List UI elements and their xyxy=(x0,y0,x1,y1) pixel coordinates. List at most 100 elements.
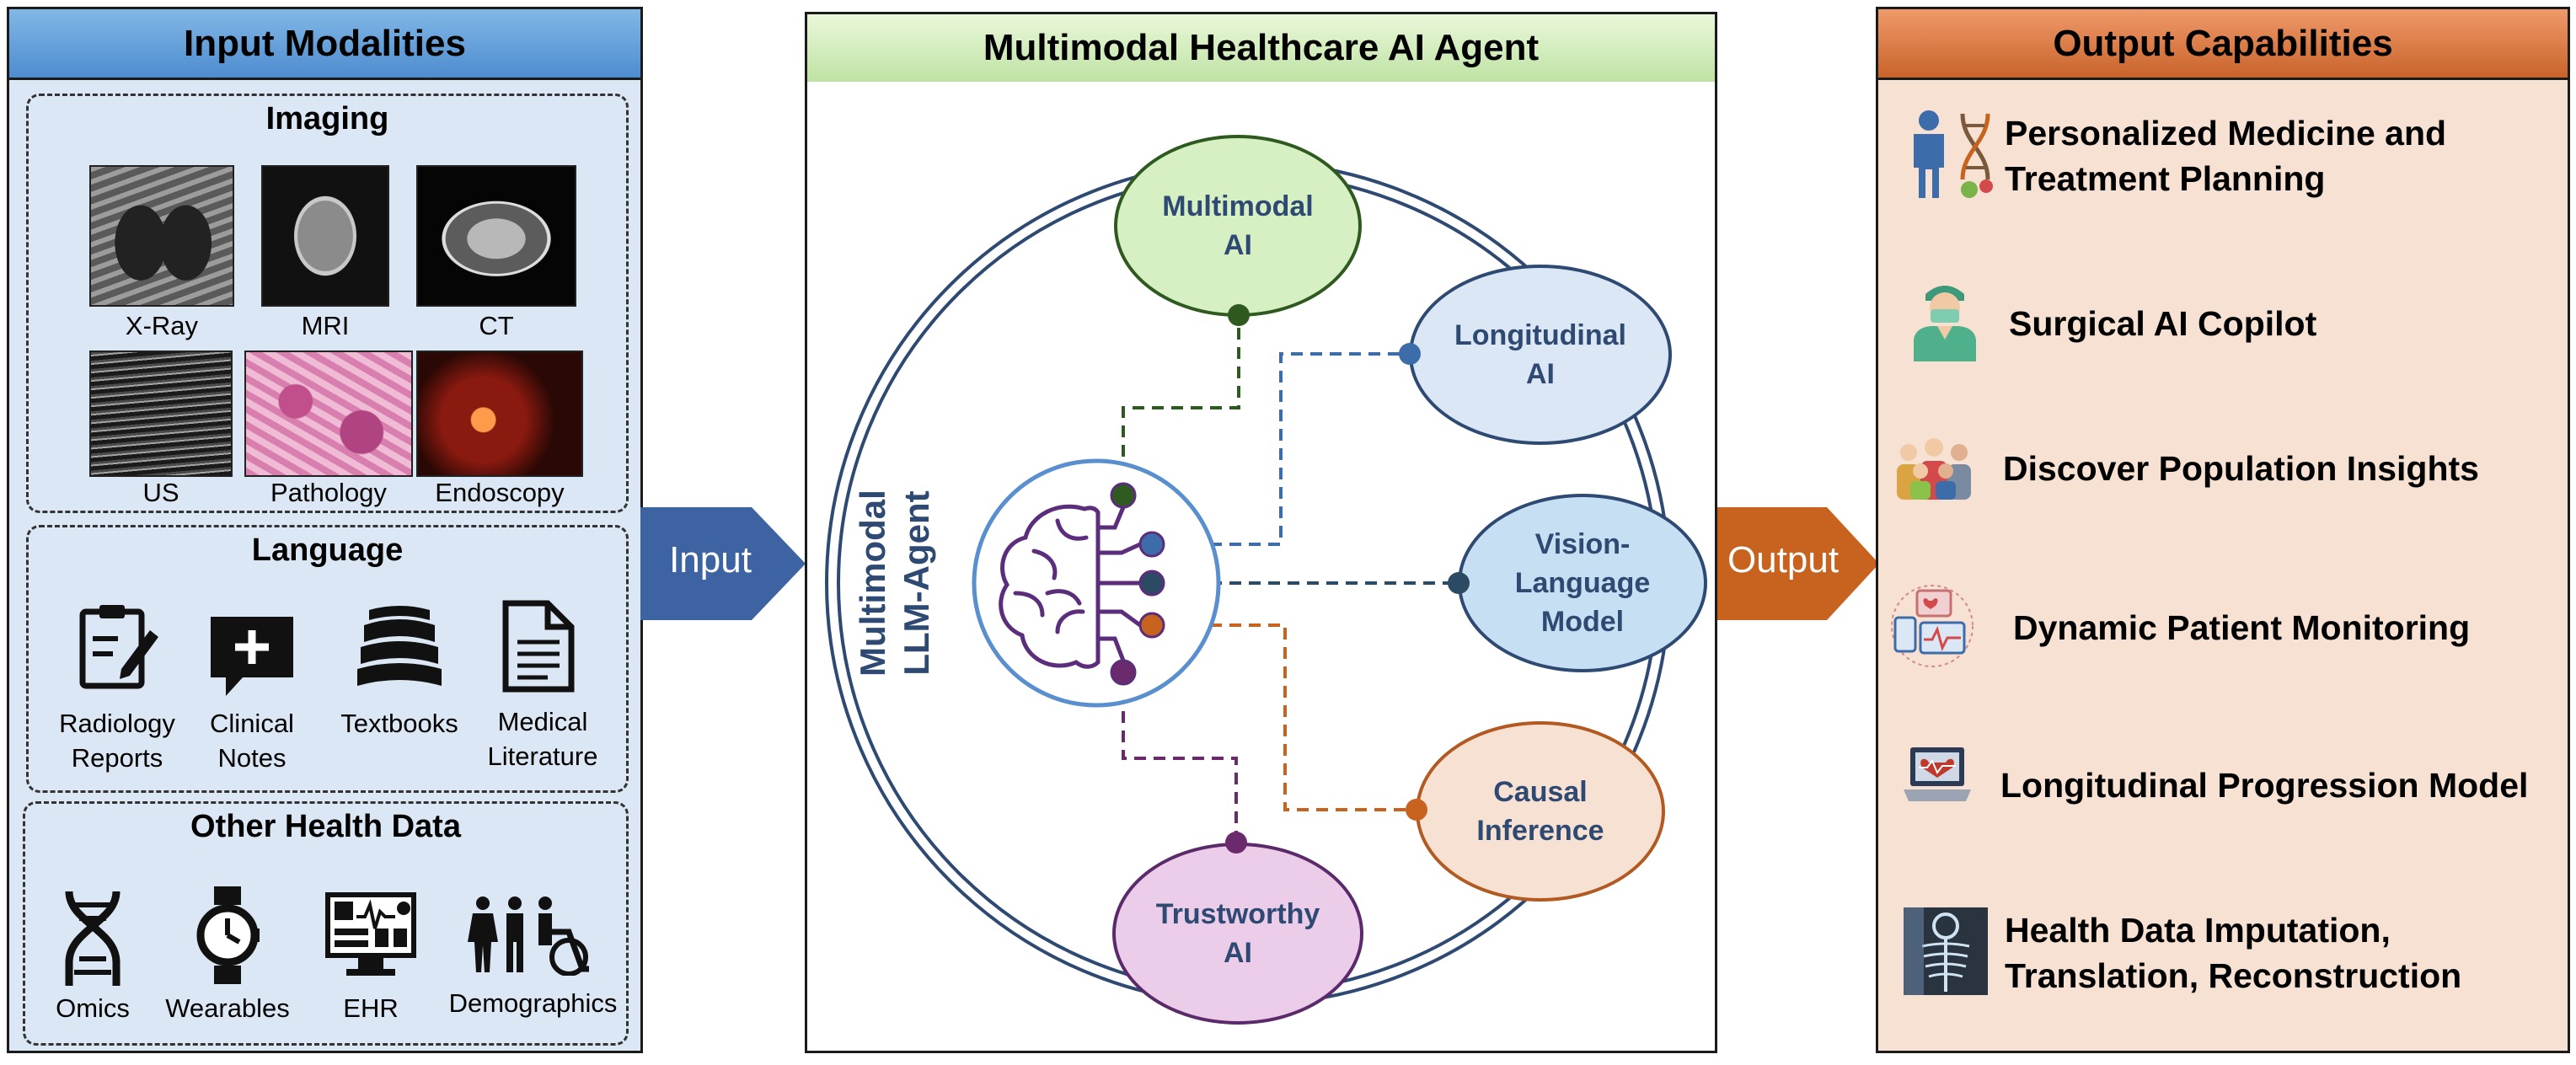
agent-label: Multimodal LLM-Agent xyxy=(853,490,936,677)
dot-trustworthy-source xyxy=(1110,659,1137,686)
input-modalities-panel: Input Modalities Imaging X-Ray MRI CT US… xyxy=(7,7,643,1053)
radiology-line1: Radiology xyxy=(59,709,175,738)
mri-image xyxy=(261,165,389,307)
wearables-label: Wearables xyxy=(165,993,290,1023)
output-capabilities-title: Output Capabilities xyxy=(1878,9,2568,80)
medical-line2: Literature xyxy=(487,741,598,771)
document-icon xyxy=(502,600,575,693)
output-arrow xyxy=(1716,507,1879,620)
node-trustworthy-line2: AI xyxy=(1223,937,1252,969)
node-vision-language-model: Vision- Language Model xyxy=(1458,494,1707,672)
mri-label: MRI xyxy=(301,311,350,340)
laptop-heart-icon xyxy=(1904,747,1971,801)
dna-icon xyxy=(65,891,120,986)
population-icon xyxy=(1897,438,1971,500)
xray-image xyxy=(89,165,234,307)
node-longitudinal-ai: Longitudinal AI xyxy=(1409,265,1672,445)
output-data-imputation: Health Data Imputation, Translation, Rec… xyxy=(2005,907,2461,998)
connector-trustworthy xyxy=(1122,672,1238,843)
output-surgical-copilot: Surgical AI Copilot xyxy=(2009,301,2316,346)
node-vision-line1: Vision- xyxy=(1534,528,1631,560)
clinical-line1: Clinical xyxy=(210,709,294,738)
output-monitoring-line1: Dynamic Patient Monitoring xyxy=(2013,608,2471,647)
imaging-group: Imaging X-Ray MRI CT US Pathology Endosc… xyxy=(26,94,629,513)
language-group: Language Radiology Reports Clinical Note… xyxy=(26,525,629,793)
output-personalized-medicine: Personalized Medicine and Treatment Plan… xyxy=(2005,110,2446,201)
dot-vision-target xyxy=(1448,572,1470,594)
output-imputation-line1: Health Data Imputation, xyxy=(2005,911,2391,950)
output-surgical-line1: Surgical AI Copilot xyxy=(2009,304,2317,343)
other-health-data-title: Other Health Data xyxy=(190,809,461,844)
xray-label: X-Ray xyxy=(125,311,199,340)
omics-label: Omics xyxy=(56,993,130,1023)
output-progression-line1: Longitudinal Progression Model xyxy=(2000,766,2529,805)
node-trustworthy-line1: Trustworthy xyxy=(1155,898,1320,930)
demographics-label: Demographics xyxy=(448,988,618,1018)
textbooks-line1: Textbooks xyxy=(340,709,458,738)
agent-label-line1: Multimodal xyxy=(853,490,892,677)
other-health-data-group: Other Health Data Omics Wearables xyxy=(23,801,629,1046)
patient-dna-icon xyxy=(1914,110,1993,198)
medical-literature-label: Medical Literature xyxy=(467,704,619,773)
surgeon-icon xyxy=(1914,286,1976,361)
clinical-notes-label: Clinical Notes xyxy=(185,706,319,775)
chat-plus-icon xyxy=(211,617,293,696)
output-capabilities-panel: Output Capabilities Personalized Medicin… xyxy=(1876,7,2570,1053)
output-imputation-line2: Translation, Reconstruction xyxy=(2005,956,2462,995)
output-progression-model: Longitudinal Progression Model xyxy=(2000,763,2528,808)
dot-causal-source xyxy=(1138,612,1165,639)
smartwatch-icon xyxy=(196,886,260,984)
radiology-line2: Reports xyxy=(71,743,163,773)
people-icon xyxy=(468,896,589,976)
pathology-label: Pathology xyxy=(270,478,387,507)
input-arrow xyxy=(640,507,806,620)
ehr-monitor-icon xyxy=(325,892,416,976)
input-modalities-title: Input Modalities xyxy=(9,9,640,80)
node-vision-line3: Model xyxy=(1540,606,1625,638)
output-personalized-line1: Personalized Medicine and xyxy=(2005,114,2447,153)
textbooks-label: Textbooks xyxy=(328,706,471,741)
node-multimodal-line1: Multimodal xyxy=(1162,190,1314,222)
output-population-insights: Discover Population Insights xyxy=(2003,446,2479,491)
node-multimodal-line2: AI xyxy=(1224,229,1252,261)
circuit-lines xyxy=(1098,506,1142,661)
endoscopy-label: Endoscopy xyxy=(435,478,565,507)
medical-line1: Medical xyxy=(497,707,588,736)
clipboard-pen-icon xyxy=(79,605,158,689)
ct-label: CT xyxy=(479,311,514,340)
brain-icon xyxy=(999,504,1101,669)
node-vision-line2: Language xyxy=(1514,567,1651,599)
agent-label-line2: LLM-Agent xyxy=(897,490,936,675)
node-endpoint-dots xyxy=(1225,304,1470,854)
dot-causal-target xyxy=(1406,799,1427,821)
dot-multimodal-target xyxy=(1228,304,1250,326)
connector-longitudinal xyxy=(1152,352,1410,546)
clinical-line2: Notes xyxy=(217,743,287,773)
ehr-label: EHR xyxy=(343,993,399,1023)
ct-image xyxy=(416,165,576,307)
imaging-title: Imaging xyxy=(265,101,389,136)
radiology-reports-label: Radiology Reports xyxy=(41,706,193,775)
output-patient-monitoring: Dynamic Patient Monitoring xyxy=(2013,605,2470,650)
language-title: Language xyxy=(251,532,404,568)
node-multimodal-ai: Multimodal AI xyxy=(1114,135,1362,317)
pathology-image xyxy=(244,351,413,477)
node-causal-inference: Causal Inference xyxy=(1416,721,1665,902)
dot-longitudinal-source xyxy=(1138,531,1165,558)
node-causal-line2: Inference xyxy=(1476,815,1604,847)
output-population-line1: Discover Population Insights xyxy=(2003,449,2479,488)
output-arrow-label: Output xyxy=(1727,539,1840,581)
agent-panel-title: Multimodal Healthcare AI Agent xyxy=(807,14,1715,82)
dot-multimodal-source xyxy=(1110,482,1137,509)
monitoring-icon xyxy=(1891,585,1974,667)
xray-body-icon xyxy=(1904,907,1988,995)
us-label: US xyxy=(142,478,179,507)
node-longitudinal-line1: Longitudinal xyxy=(1454,319,1626,351)
node-causal-line1: Causal xyxy=(1493,776,1588,808)
connector-multimodal xyxy=(1122,315,1240,495)
connector-causal xyxy=(1152,623,1417,811)
ultrasound-image xyxy=(89,351,233,477)
endoscopy-image xyxy=(416,351,583,477)
output-personalized-line2: Treatment Planning xyxy=(2005,159,2326,198)
dot-vision-source xyxy=(1138,570,1165,597)
